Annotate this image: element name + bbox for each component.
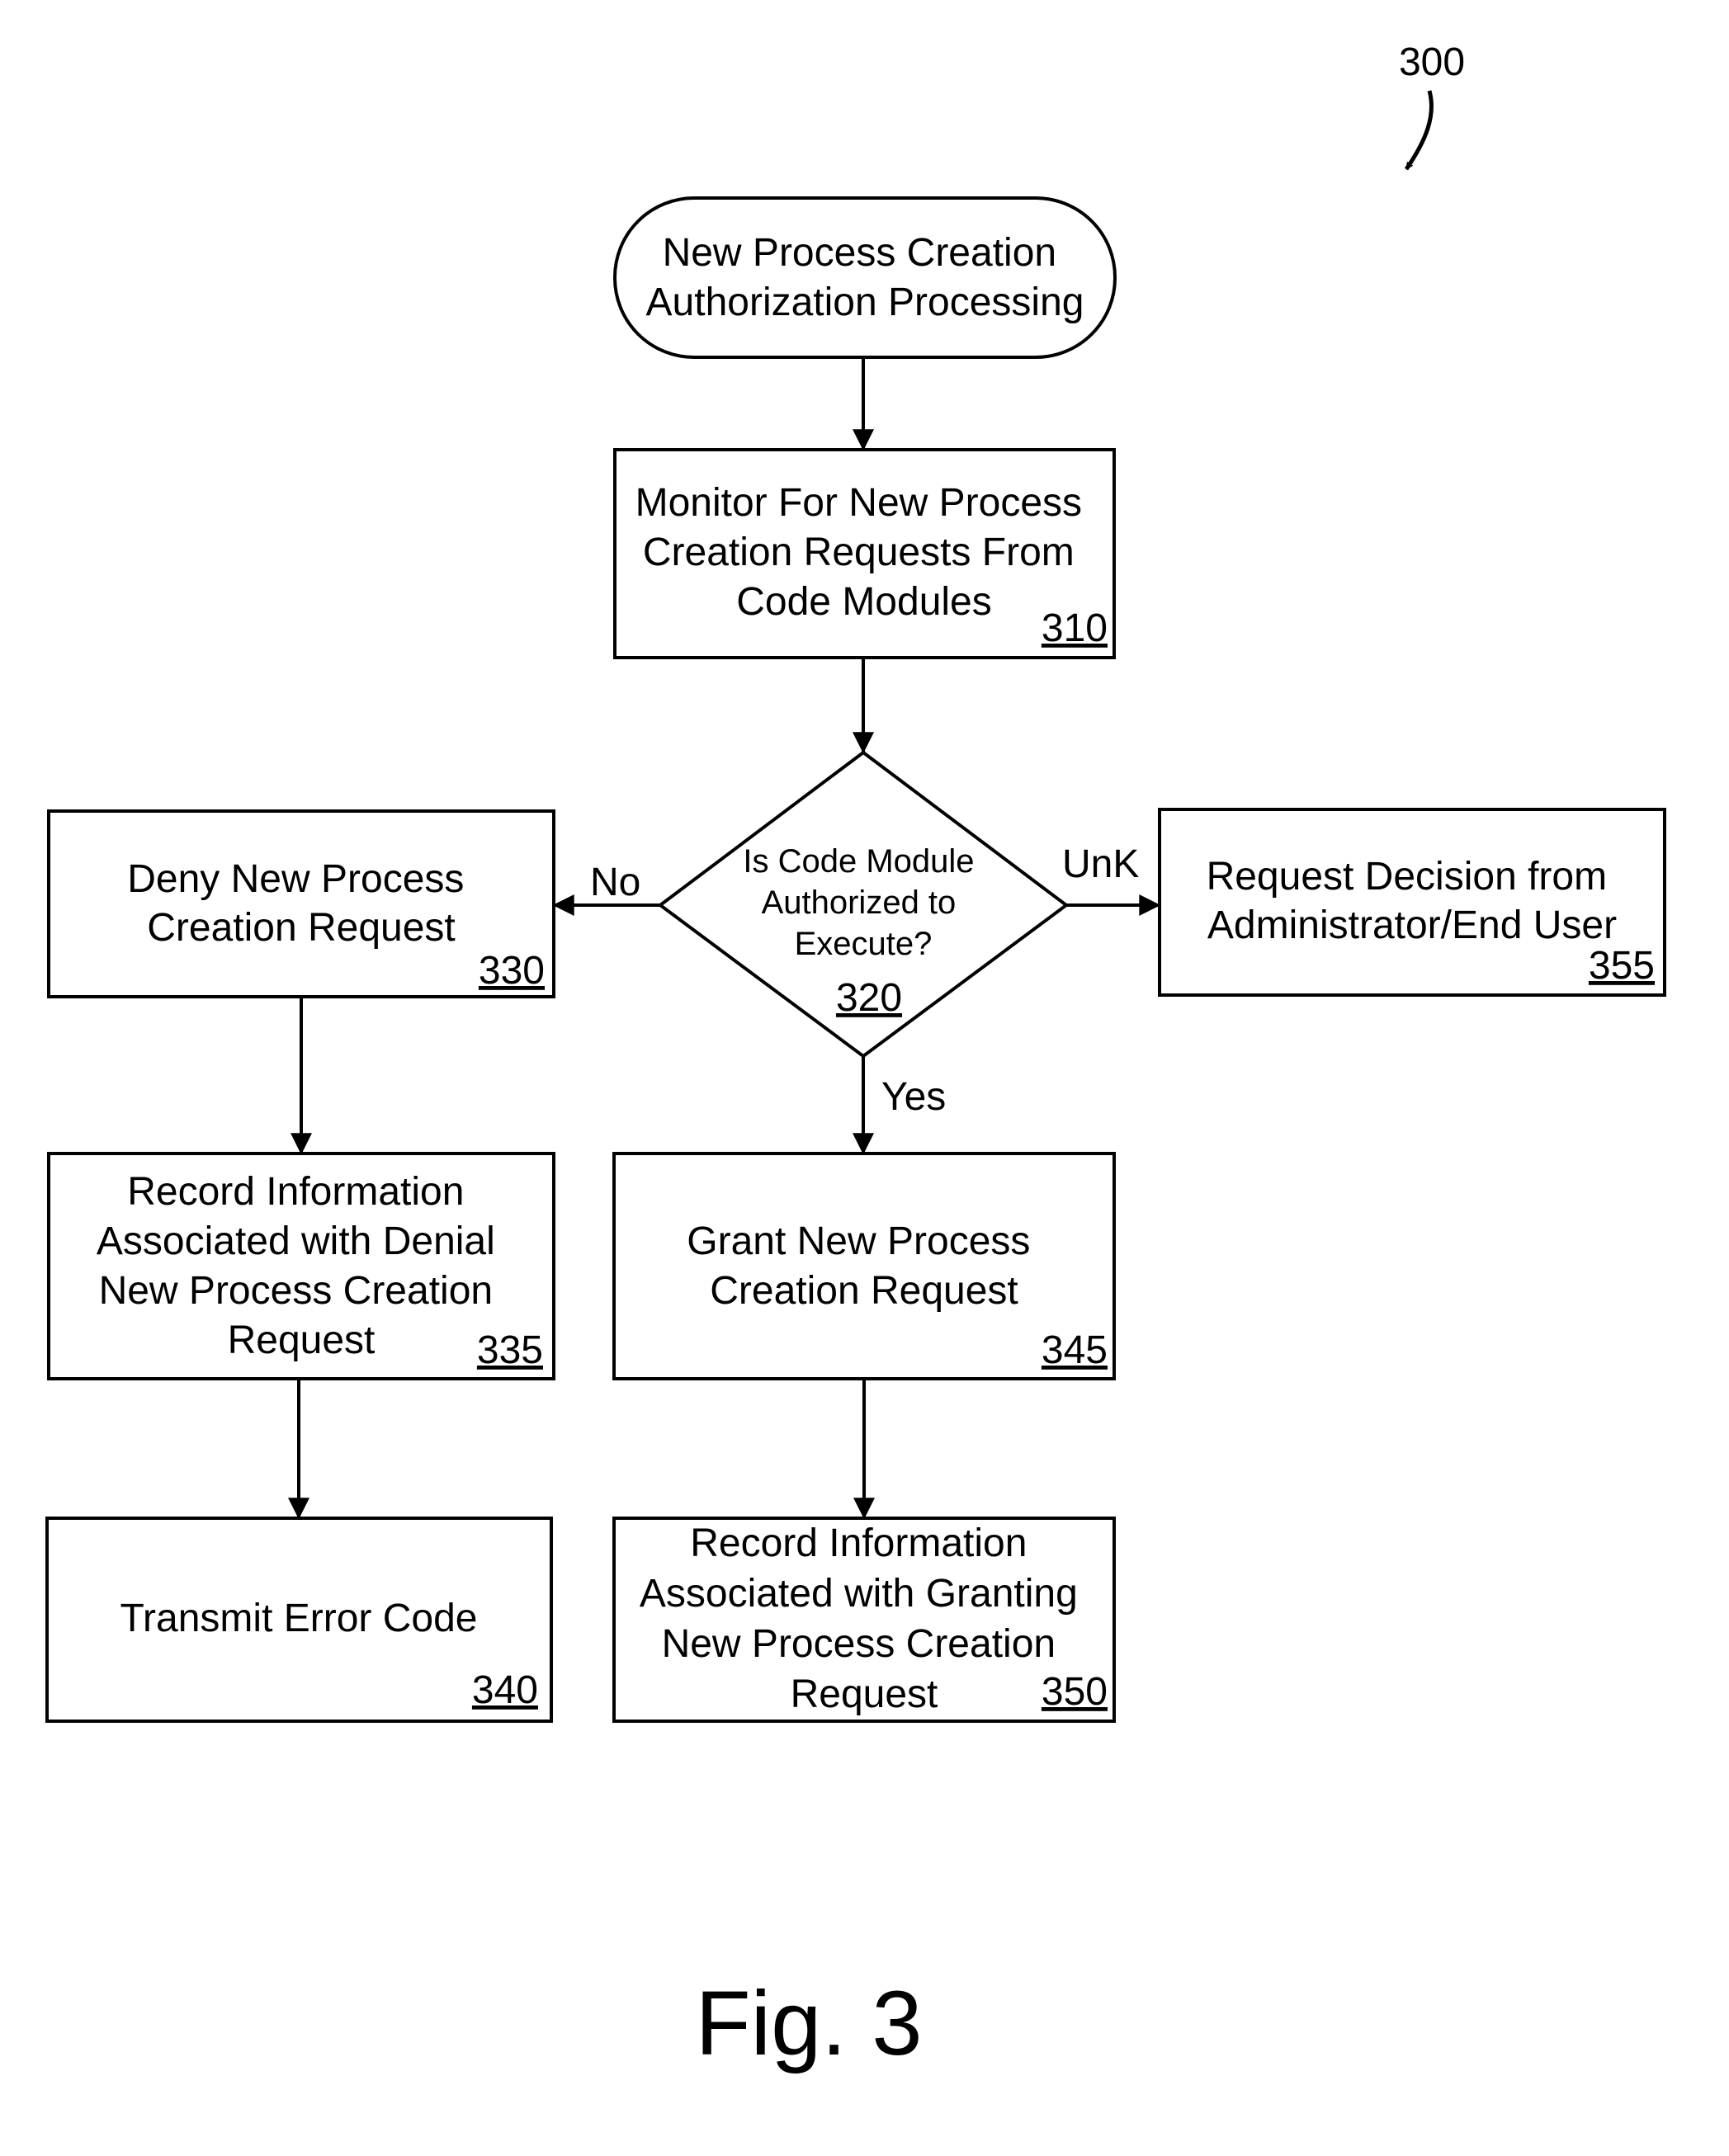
grant-node: Grant New Process Creation Request 345 [614, 1153, 1114, 1379]
monitor-node-line: Monitor For New Process [635, 481, 1082, 525]
record-denial-node-line: Request [228, 1319, 376, 1362]
record-grant-node: Record Information Associated with Grant… [614, 1518, 1114, 1721]
edge-label-yes: Yes [881, 1075, 946, 1119]
deny-node-line: Creation Request [147, 906, 456, 950]
record-grant-node-line: Associated with Granting [640, 1572, 1078, 1616]
record-denial-node-line: Associated with Denial [97, 1220, 495, 1263]
edge-label-unknown: UnK [1062, 842, 1139, 886]
ref-number: 345 [1042, 1328, 1108, 1372]
deny-node: Deny New Process Creation Request 330 [49, 811, 554, 997]
decision-node-line: Is Code Module [743, 843, 974, 880]
decision-node-line: Execute? [795, 926, 933, 962]
monitor-node-line: Code Modules [736, 580, 992, 624]
request-decision-node-line: Administrator/End User [1207, 903, 1617, 947]
transmit-error-node: Transmit Error Code 340 [47, 1518, 551, 1721]
request-decision-node: Request Decision from Administrator/End … [1160, 809, 1665, 995]
record-denial-node-line: Record Information [127, 1170, 464, 1214]
start-node: New Process Creation Authorization Proce… [615, 198, 1115, 357]
record-denial-node-line: New Process Creation [99, 1269, 494, 1313]
grant-node-line: Creation Request [710, 1269, 1018, 1313]
grant-node-line: Grant New Process [687, 1220, 1030, 1263]
figure-pointer-arrow [1406, 91, 1431, 169]
deny-node-line: Deny New Process [127, 857, 464, 901]
record-grant-node-line: Record Information [690, 1521, 1027, 1565]
transmit-error-node-line: Transmit Error Code [120, 1597, 478, 1640]
start-node-line: Authorization Processing [646, 281, 1084, 324]
ref-number: 335 [477, 1328, 543, 1372]
figure-number: 300 [1399, 40, 1465, 84]
ref-number: 350 [1042, 1670, 1108, 1714]
record-denial-node: Record Information Associated with Denia… [49, 1153, 554, 1379]
decision-node-line: Authorized to [762, 885, 957, 921]
figure-caption: Fig. 3 [695, 1973, 922, 2074]
monitor-node: Monitor For New Process Creation Request… [615, 450, 1114, 658]
edge-label-no: No [590, 861, 640, 904]
ref-number: 340 [472, 1668, 538, 1712]
record-grant-node-line: New Process Creation [662, 1622, 1056, 1666]
start-node-line: New Process Creation [663, 231, 1057, 275]
record-grant-node-line: Request [791, 1672, 938, 1716]
ref-number: 355 [1589, 944, 1655, 988]
ref-number: 310 [1042, 606, 1108, 650]
ref-number: 320 [836, 976, 902, 1020]
request-decision-node-line: Request Decision from [1207, 855, 1608, 899]
decision-node: Is Code Module Authorized to Execute? 32… [660, 752, 1066, 1056]
monitor-node-line: Creation Requests From [643, 531, 1075, 574]
ref-number: 330 [479, 949, 545, 993]
